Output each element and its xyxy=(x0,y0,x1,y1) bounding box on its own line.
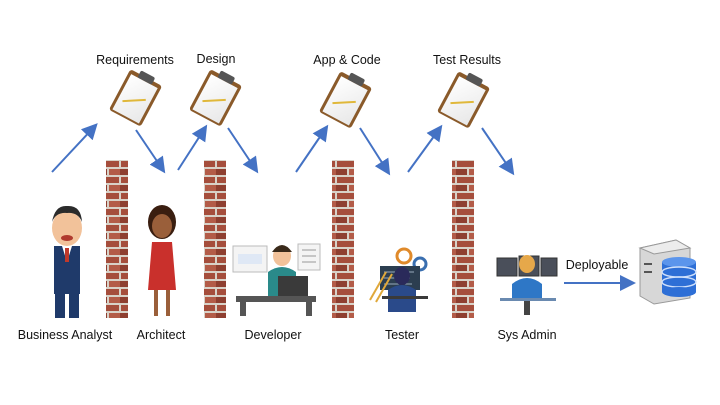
label-tester: Tester xyxy=(384,328,420,342)
clipboard-icon xyxy=(109,70,162,126)
architect-figure xyxy=(148,205,176,316)
brick-wall-2 xyxy=(204,160,226,318)
sys-admin-figure xyxy=(496,255,558,315)
label-sys-admin: Sys Admin xyxy=(497,328,557,342)
label-business-analyst: Business Analyst xyxy=(17,328,113,342)
business-analyst-figure xyxy=(52,205,82,318)
brick-wall-4 xyxy=(452,160,474,318)
brick-wall-3 xyxy=(332,160,354,318)
label-design: Design xyxy=(196,52,236,66)
label-architect: Architect xyxy=(136,328,186,342)
flow-arrow xyxy=(359,127,391,176)
brick-wall-1 xyxy=(106,160,128,318)
flow-arrow xyxy=(135,129,166,174)
developer-figure xyxy=(232,243,321,316)
clipboard-icon xyxy=(437,72,490,128)
label-app-code: App & Code xyxy=(313,53,381,67)
clipboard-icon xyxy=(319,72,372,128)
clipboard-icon xyxy=(189,70,242,126)
server-database-icon xyxy=(638,239,697,305)
label-test-results: Test Results xyxy=(432,53,502,67)
label-deployable: Deployable xyxy=(565,258,629,272)
label-requirements: Requirements xyxy=(96,53,174,67)
flow-arrow xyxy=(177,124,208,171)
flow-arrow xyxy=(51,123,98,173)
label-developer: Developer xyxy=(244,328,302,342)
flow-arrow xyxy=(481,127,515,176)
flow-arrow xyxy=(295,124,329,173)
flow-arrow xyxy=(227,127,259,174)
tester-figure xyxy=(369,247,428,312)
flow-arrow xyxy=(407,124,443,173)
